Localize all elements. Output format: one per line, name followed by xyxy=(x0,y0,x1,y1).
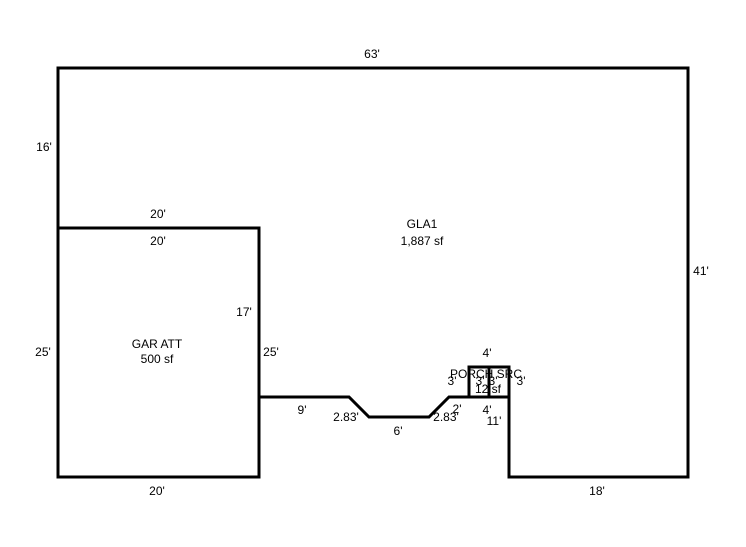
dim-garage-top-outer: 20' xyxy=(150,207,166,221)
dim-small-jog: 2' xyxy=(453,402,462,416)
dim-garage-top-inner: 20' xyxy=(150,234,166,248)
porch-name-label: PORCH SRC xyxy=(450,367,522,381)
porch-area-label: 12 sf xyxy=(475,382,502,396)
dim-top: 63' xyxy=(364,47,380,61)
gla-name-label: GLA1 xyxy=(407,217,438,231)
dim-porch-right: 3' xyxy=(517,374,526,388)
garage-outline xyxy=(56,226,261,399)
dim-notch-side: 11' xyxy=(487,414,502,428)
gla-outline xyxy=(56,66,690,479)
dim-left-lower: 25' xyxy=(35,345,51,359)
dim-right: 41' xyxy=(693,264,709,278)
dim-porch-inner-left: 3' xyxy=(476,374,485,388)
dim-porch-bottom: 4' xyxy=(483,403,492,417)
dim-porch-left: 3' xyxy=(448,374,457,388)
dim-bottom-right: 18' xyxy=(589,484,605,498)
dim-garage-right-outer: 25' xyxy=(263,345,279,359)
dim-porch-top: 4' xyxy=(483,346,492,360)
dim-bevel-left: 2.83' xyxy=(333,410,359,424)
dim-bevel-right: 2.83' xyxy=(433,410,459,424)
porch-outline xyxy=(467,365,511,399)
dim-garage-bottom: 20' xyxy=(149,484,165,498)
gla-area-label: 1,887 sf xyxy=(401,234,444,248)
dim-step-bottom: 6' xyxy=(394,424,403,438)
garage-name-label: GAR ATT xyxy=(132,337,183,351)
dim-garage-right-inner: 17' xyxy=(236,305,252,319)
dim-left-upper: 16' xyxy=(36,140,52,154)
garage-area-label: 500 sf xyxy=(141,352,174,366)
dim-porch-inner-right: 3' xyxy=(489,374,498,388)
dim-step-run-left: 9' xyxy=(298,403,307,417)
